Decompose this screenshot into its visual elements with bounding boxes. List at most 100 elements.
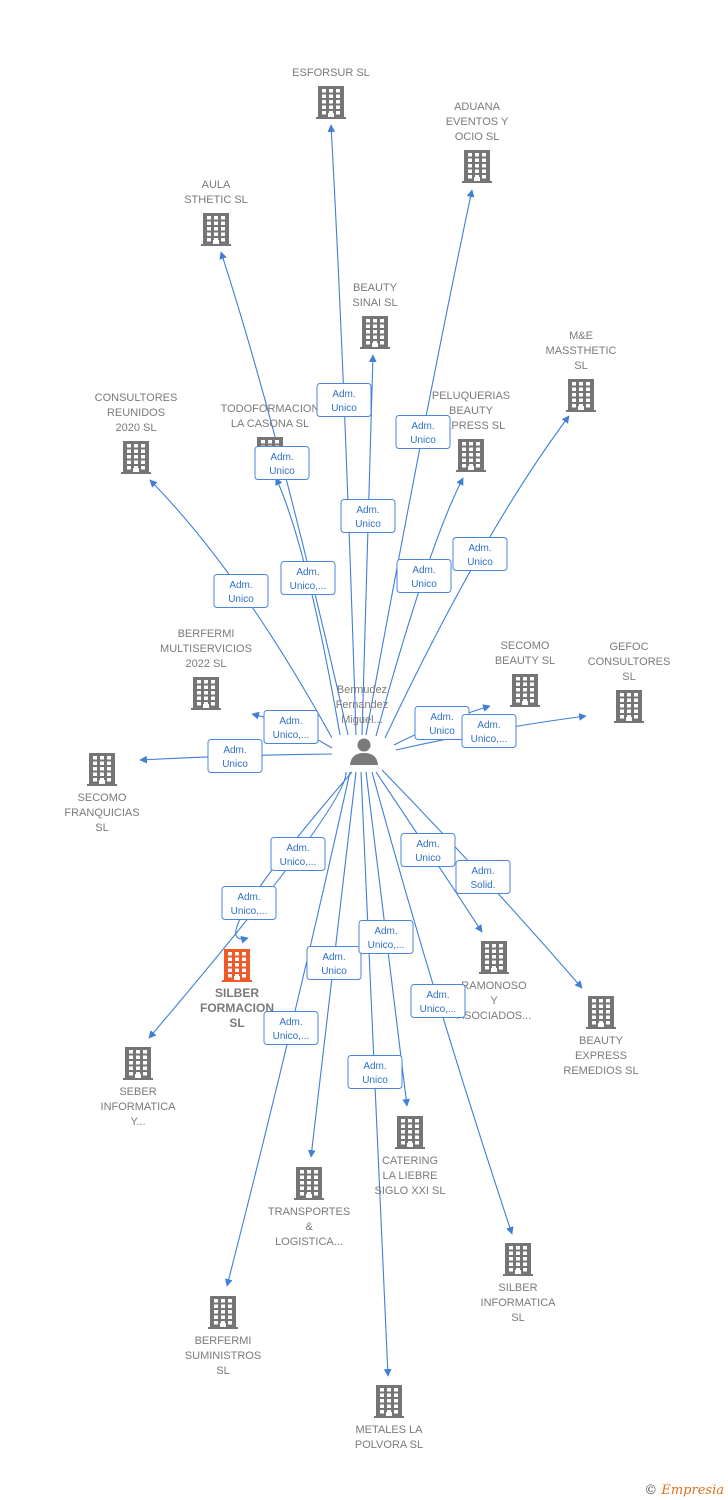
company-name: SL xyxy=(216,1365,229,1377)
edge-label-box xyxy=(395,415,451,449)
company-node-ramonoso[interactable]: RAMONOSOYASOCIADOS... xyxy=(457,941,532,1022)
edge-label-silber-formacion[interactable]: Adm.Unico,... xyxy=(221,886,277,920)
company-node-seber[interactable]: SEBERINFORMATICAY... xyxy=(101,1047,177,1128)
edge-line-aduana xyxy=(365,189,475,736)
company-name: STHETIC SL xyxy=(184,194,248,206)
edge-label-text: Unico xyxy=(222,759,248,770)
person-name: Miguel... xyxy=(341,714,383,726)
edge-line-aula xyxy=(219,251,349,736)
edge-line-consultores xyxy=(149,479,333,739)
company-name: OCIO SL xyxy=(455,131,500,143)
edge-label-text: Adm. xyxy=(412,565,435,576)
building-icon xyxy=(395,1116,425,1149)
edge-label-silber-info[interactable]: Adm.Unico,... xyxy=(410,984,466,1018)
edge-label-text: Adm. xyxy=(286,843,309,854)
edge-label-me-massthetic[interactable]: Adm.Unico xyxy=(452,537,508,571)
company-name: Y... xyxy=(130,1116,145,1128)
edge-label-box xyxy=(340,499,396,533)
edge-labels-layer: Adm.UnicoAdm.UnicoAdm.UnicoAdm.UnicoAdm.… xyxy=(207,383,517,1089)
company-node-consultores[interactable]: CONSULTORES REUNIDOS 2020 SL xyxy=(95,392,178,474)
edge-label-secomo-beauty[interactable]: Adm.Unico xyxy=(414,706,470,740)
company-name: 2022 SL xyxy=(186,658,227,670)
company-name: REUNIDOS xyxy=(107,407,165,419)
edge-label-text: Adm. xyxy=(229,580,252,591)
edge-label-ramonoso[interactable]: Adm.Unico xyxy=(400,833,456,867)
company-node-esforsur[interactable]: ESFORSUR SL xyxy=(292,67,370,119)
edge-line-esforsur xyxy=(327,124,357,736)
company-name: 2020 SL xyxy=(116,422,157,434)
edge-label-text: Unico,... xyxy=(471,734,508,745)
company-name: EXPRESS xyxy=(575,1050,627,1062)
building-icon xyxy=(208,1296,238,1329)
edge-label-aduana[interactable]: Adm.Unico xyxy=(395,415,451,449)
company-name: RAMONOSO xyxy=(461,980,527,992)
center-node[interactable]: BermudezFernandezMiguel... xyxy=(336,684,389,765)
edge-label-todoformacion[interactable]: Adm.Unico,... xyxy=(280,561,336,595)
company-name: CONSULTORES xyxy=(95,392,178,404)
company-name: AULA xyxy=(202,179,231,191)
company-node-aula[interactable]: AULA STHETIC SL xyxy=(184,179,248,246)
company-name: TRANSPORTES xyxy=(268,1206,350,1218)
company-node-transportes[interactable]: TRANSPORTES&LOGISTICA... xyxy=(268,1167,350,1248)
company-name: SILBER xyxy=(215,986,259,1000)
company-name: MULTISERVICIOS xyxy=(160,643,252,655)
edge-label-box xyxy=(263,710,319,744)
edge-label-aula[interactable]: Adm.Unico xyxy=(254,446,310,480)
company-name: SL xyxy=(574,360,587,372)
edge-label-text: Unico,... xyxy=(280,857,317,868)
edge-label-gefoc[interactable]: Adm.Unico,... xyxy=(461,714,517,748)
company-name: SIGLO XXI SL xyxy=(375,1185,446,1197)
edge-label-box xyxy=(213,574,269,608)
edge-label-box xyxy=(400,833,456,867)
edge-label-consultores[interactable]: Adm.Unico xyxy=(213,574,269,608)
edge-label-box xyxy=(254,446,310,480)
edge-label-transportes[interactable]: Adm.Unico xyxy=(306,946,362,980)
edge-label-esforsur[interactable]: Adm.Unico xyxy=(316,383,372,417)
edge-label-catering[interactable]: Adm.Unico,... xyxy=(358,920,414,954)
edge-label-peluquerias[interactable]: Adm.Unico xyxy=(396,559,452,593)
edge-label-beauty-sinai[interactable]: Adm.Unico xyxy=(340,499,396,533)
building-icon xyxy=(123,1047,153,1080)
edge-label-box xyxy=(347,1055,403,1089)
edge-label-beauty-remedios[interactable]: Adm.Solid. xyxy=(455,860,511,894)
edge-label-text: Adm. xyxy=(296,567,319,578)
edge-label-box xyxy=(207,739,263,773)
edge-label-berfermi-sum[interactable]: Adm.Unico,... xyxy=(263,1011,319,1045)
company-name: SL xyxy=(511,1312,524,1324)
edge-label-text: Unico xyxy=(362,1075,388,1086)
building-icon xyxy=(503,1243,533,1276)
edge-label-text: Adm. xyxy=(223,745,246,756)
edge-label-seber[interactable]: Adm. Unico,... xyxy=(270,837,326,871)
edge-label-berfermi-multi[interactable]: Adm.Unico,... xyxy=(263,710,319,744)
company-name: SECOMO xyxy=(501,640,550,652)
company-name: LA CASONA SL xyxy=(231,418,309,430)
company-name: ADUANA xyxy=(454,101,501,113)
company-name: SUMINISTROS xyxy=(185,1350,261,1362)
edge-label-metales[interactable]: Adm.Unico xyxy=(347,1055,403,1089)
company-name: REMEDIOS SL xyxy=(563,1065,638,1077)
building-icon xyxy=(201,213,231,246)
edge-label-secomo-franq[interactable]: Adm. Unico xyxy=(207,739,263,773)
edge-label-box xyxy=(316,383,372,417)
company-name: FRANQUICIAS xyxy=(64,807,139,819)
company-node-beauty-remedios[interactable]: BEAUTY EXPRESS REMEDIOS SL xyxy=(563,996,639,1077)
company-name: BEAUTY xyxy=(579,1035,624,1047)
watermark: © Empresia xyxy=(644,1483,724,1498)
edge-label-box xyxy=(270,837,326,871)
company-name: ASOCIADOS... xyxy=(457,1010,532,1022)
company-name: SILBER xyxy=(498,1282,537,1294)
